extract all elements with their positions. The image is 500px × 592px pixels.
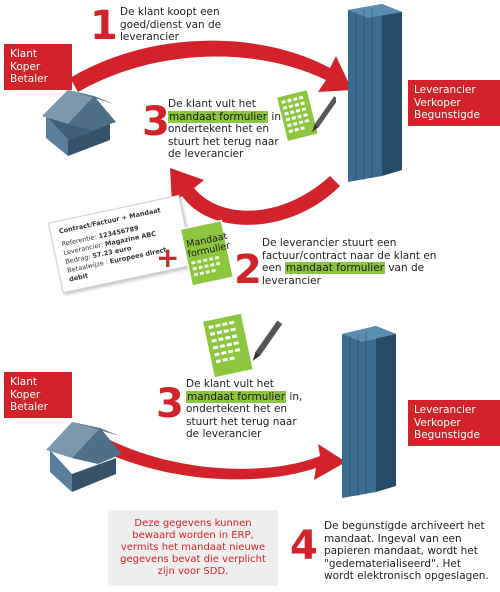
step-1-number: 1: [90, 3, 118, 49]
building-icon: [348, 4, 402, 182]
mandate-form-sheet: [180, 219, 235, 287]
arrow-return: [170, 168, 340, 225]
pen-icon: [312, 96, 336, 133]
mandate-form-icon: [201, 312, 283, 379]
step-3-text: De klant vult het mandaat formulier in, …: [168, 98, 285, 160]
house-icon: [42, 90, 116, 156]
house-icon: [46, 422, 122, 492]
arrows-top: [70, 40, 352, 225]
pen-icon: [252, 320, 283, 361]
step-2-number: 2: [234, 247, 262, 293]
arrow-archive: [104, 440, 346, 480]
arrow-purchase: [70, 40, 352, 92]
step-3-number: 3: [156, 381, 184, 427]
step-3-number: 3: [142, 99, 170, 145]
step-2-text: De leverancier stuurt een factuur/contra…: [262, 237, 437, 287]
step-4-number: 4: [290, 523, 318, 569]
plus-sign: +: [156, 241, 180, 274]
building-icon: [342, 326, 396, 498]
mandate-form-icon: [275, 88, 336, 143]
step-3-text: De klant vult het mandaat formulier in, …: [186, 378, 303, 440]
